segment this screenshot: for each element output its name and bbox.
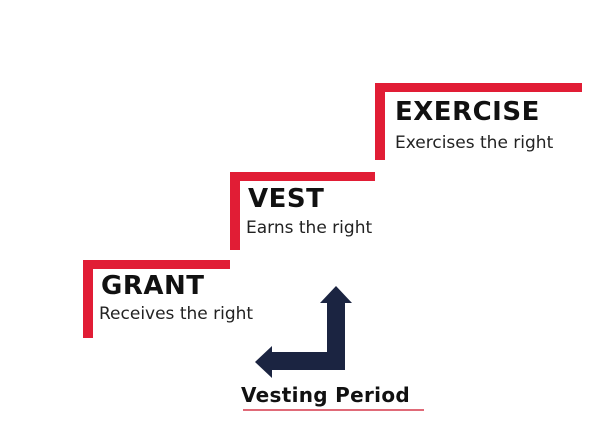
vesting-period-underline	[243, 409, 424, 411]
step-title: EXERCISE	[395, 97, 540, 127]
arrow-shape	[255, 286, 352, 378]
step-title: VEST	[248, 184, 325, 214]
vesting-period-label: Vesting Period	[241, 383, 410, 407]
step-title: GRANT	[101, 271, 205, 301]
step-subtitle: Exercises the right	[395, 133, 554, 153]
bracket-vertical	[230, 172, 240, 250]
bracket-vertical	[83, 260, 93, 338]
bracket-horizontal	[375, 83, 582, 92]
step-subtitle: Receives the right	[99, 304, 254, 324]
bracket-horizontal	[83, 260, 230, 269]
bracket-vertical	[375, 83, 385, 160]
bracket-horizontal	[230, 172, 375, 181]
step-subtitle: Earns the right	[246, 218, 373, 238]
